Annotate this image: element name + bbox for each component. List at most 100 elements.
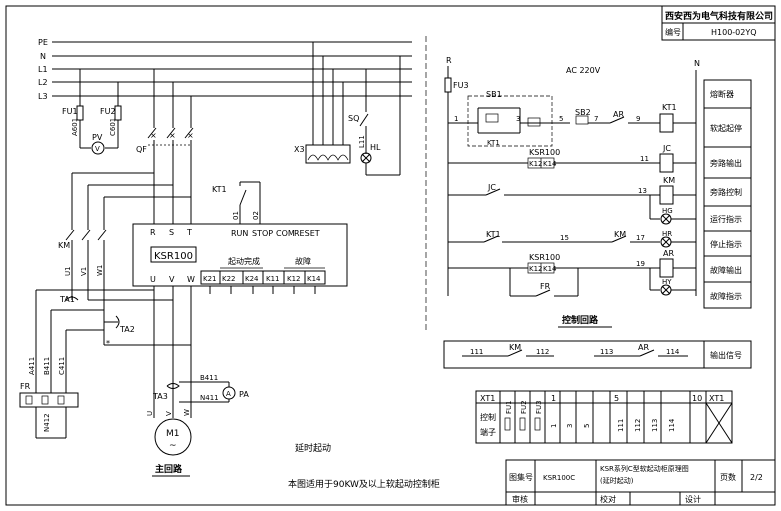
drawing-frame [5,5,776,506]
svg-text:10: 10 [692,394,702,403]
contactor-km-bypass: KM U1 V1 W1 [58,172,191,345]
svg-text:STOP: STOP [252,229,273,238]
motor-feeders: TA3 A PA B411 N411 U V W M1 ~ [72,286,249,456]
main-circuit: PE N L1 L2 L3 V FU1 FU2 PV A601 C601 [19,38,440,490]
drawing-title-1: KSR系列C型软起动柜原理图 [600,464,689,473]
svg-text:SB2: SB2 [575,108,591,117]
company-name: 西安西为电气科技有限公司 [665,10,773,22]
svg-text:W: W [183,409,191,416]
kt1-label: KT1 [212,185,227,194]
ta3-symbol [166,383,180,389]
wire-c601: C601 [109,118,117,136]
svg-text:KT1: KT1 [662,103,677,112]
function-legend: 熔断器 软起起停 旁路输出 旁路控制 运行指示 停止指示 故障输出 故障指示 [703,79,752,309]
start-done-label: 起动完成 [228,256,260,266]
page-label: 页数 [720,472,736,482]
row-bypass-control: JC KM 13 HG [448,176,696,225]
row-start-stop: SB1 KT1 SB2 AR KT1 1 3 5 7 9 [448,90,696,147]
svg-text:FU2: FU2 [520,400,528,414]
svg-text:AR: AR [638,343,649,352]
svg-text:*: * [106,339,110,348]
svg-text:AR: AR [613,110,624,119]
legend-0: 熔断器 [710,89,734,99]
svg-text:K22: K22 [222,275,236,283]
coil-km-symbol [659,185,674,205]
svg-text:K21: K21 [203,275,217,283]
svg-text:KM: KM [509,343,521,352]
control-circuit: R N AC 220V FU3 SB1 KT1 SB2 [425,36,752,369]
svg-text:114: 114 [666,348,680,356]
svg-text:FR: FR [540,282,551,291]
kt1-timer-contact: KT1 01 02 [212,181,261,224]
svg-text:×: × [150,131,157,140]
ammeter-pa-symbol [222,386,236,400]
svg-text:1: 1 [454,115,458,123]
bus-l2-label: L2 [38,78,48,87]
row-bypass-output: K12 K14 KSR100 JC 11 [448,144,696,173]
bus-l1-label: L1 [38,65,48,74]
svg-text:U: U [150,275,156,284]
terminal-block-x3: X3 [294,42,351,164]
svg-text:×: × [169,131,176,140]
main-circuit-title: 主回路 [155,463,183,475]
svg-text:13: 13 [638,187,647,195]
proofread-label: 校对 [600,494,616,504]
svg-text:5: 5 [583,424,591,428]
svg-text:111: 111 [617,419,625,432]
svg-text:113: 113 [651,419,659,432]
svg-text:K14: K14 [543,160,557,168]
svg-text:9: 9 [636,115,640,123]
pv-label: PV [92,133,103,142]
terminal-table: XT1 1 5 10 XT1 控制 端子 FU1 FU2 FU3 1 3 5 1… [475,390,733,444]
svg-text:端子: 端子 [480,427,496,437]
wire-u1: U1 [64,266,72,276]
x3-label: X3 [294,145,305,154]
svg-text:5: 5 [559,115,563,123]
svg-text:HG: HG [662,207,673,215]
svg-text:AR: AR [663,249,674,258]
svg-text:N: N [694,59,700,68]
bus-n-label: N [40,52,46,61]
svg-text:HR: HR [662,230,672,238]
legend-7: 故障指示 [710,291,742,301]
svg-text:A: A [226,390,231,398]
output-signals: 输出信号 111 KM 112 113 AR 114 [443,340,752,369]
svg-text:N412: N412 [43,413,51,432]
svg-text:RUN: RUN [231,229,248,238]
svg-text:U: U [146,411,154,416]
svg-text:L11: L11 [358,135,366,148]
starter-model: KSR100 [154,251,193,262]
svg-text:KSR100: KSR100 [529,148,560,157]
svg-text:V: V [169,275,175,284]
svg-text:1: 1 [550,424,558,428]
voltmeter-branch: V FU1 FU2 PV A601 C601 [62,69,122,155]
ta3-label: TA3 [152,392,168,401]
svg-text:COM: COM [276,229,295,238]
current-transformers: TA1 TA2 * FR A411 B411 C411 N412 [19,289,135,439]
svg-text:KT1: KT1 [487,139,500,147]
fr-label: FR [20,382,31,391]
svg-text:B411: B411 [200,374,218,382]
title-block-bottom: 图集号 KSR100C KSR系列C型软起动柜原理图 (延时起动) 页数 2/2… [505,459,776,506]
supply-voltage: AC 220V [566,66,601,75]
svg-text:C411: C411 [58,357,66,375]
svg-text:T: T [186,228,192,237]
svg-text:15: 15 [560,234,569,242]
svg-text:HY: HY [662,278,672,286]
motor-m1-symbol [154,418,192,456]
svg-text:S: S [169,228,174,237]
page-value: 2/2 [750,473,763,482]
svg-text:111: 111 [470,348,483,356]
svg-text:1: 1 [551,394,556,403]
svg-text:114: 114 [668,418,676,432]
row-stop-indicator: KT1 KM HR 15 17 [448,230,696,248]
svg-text:K12: K12 [529,265,543,273]
delay-start-note: 延时起动 [295,442,331,454]
svg-text:7: 7 [594,115,598,123]
wire-v1: V1 [80,267,88,276]
wire-a601: A601 [71,118,79,136]
svg-text:A411: A411 [28,357,36,375]
output-signal-label: 输出信号 [710,350,742,360]
applicability-note: 本图适用于90KW及以上软起动控制柜 [288,478,440,490]
